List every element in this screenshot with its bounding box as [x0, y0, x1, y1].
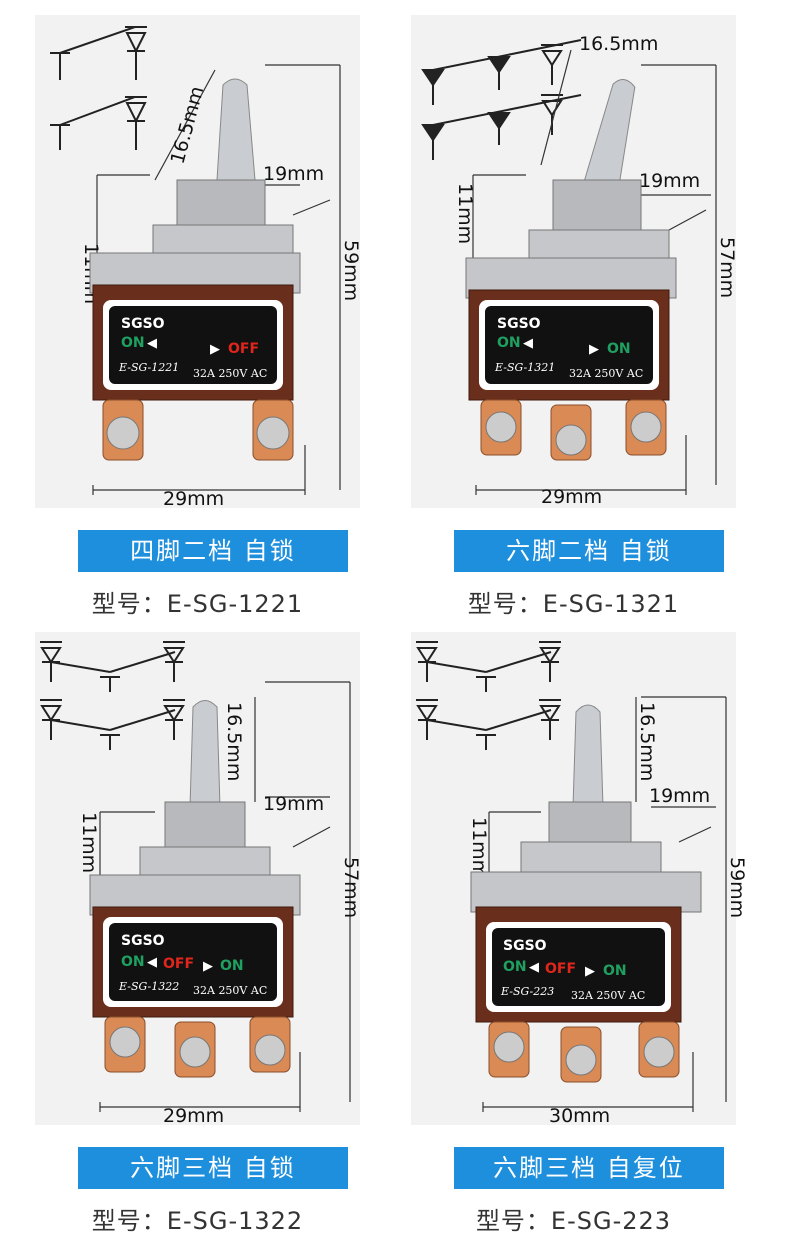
- svg-text:◀: ◀: [147, 955, 157, 970]
- switch-illustration: 16.5mm 11mm 19mm 57mm 29mm SGSO ON ◀ OFF…: [40, 641, 362, 1127]
- nut-dim-label: 19mm: [649, 785, 710, 807]
- circuit-symbol-icon: [50, 26, 147, 150]
- plate-rating: 32A 250V AC: [569, 367, 643, 380]
- svg-text:◀: ◀: [529, 960, 539, 975]
- product-name-label: 六脚二档 自锁: [454, 530, 724, 572]
- nut-dim-label: 19mm: [263, 793, 324, 815]
- model-number: 型号：E-SG-223: [475, 1207, 672, 1235]
- plate-model: E-SG-1321: [494, 361, 555, 374]
- height-dim-label: 59mm: [726, 857, 748, 918]
- svg-text:▶: ▶: [585, 964, 595, 979]
- plate-rating: 32A 250V AC: [193, 367, 267, 380]
- product-name-label: 六脚三档 自锁: [78, 1147, 348, 1189]
- lever-dim-label: 16.5mm: [636, 702, 658, 781]
- nut-dim-label: 19mm: [263, 163, 324, 185]
- bushing-dim-label: 11mm: [468, 817, 490, 878]
- width-dim-label: 30mm: [549, 1105, 610, 1127]
- product-photo: 16.5mm 11mm 19mm 57mm 29mm SGSO ON ◀ ▶ O…: [411, 15, 738, 508]
- lever-dim-label: 16.5mm: [223, 702, 245, 781]
- switch-illustration: 16.5mm 11mm 19mm 57mm 29mm SGSO ON ◀ ▶ O…: [421, 33, 738, 508]
- bushing-dim-label: 11mm: [78, 812, 100, 873]
- bushing-dim-label: 11mm: [454, 183, 476, 244]
- model-number: 型号：E-SG-1221: [91, 590, 304, 618]
- circuit-symbol-icon: [40, 641, 185, 750]
- product-photo: 16.5mm 11mm 19mm 57mm 29mm SGSO ON ◀ OFF…: [35, 632, 362, 1127]
- product-photo: 16.5mm 11mm 19mm 59mm 30mm SGSO ON ◀ OFF…: [411, 632, 748, 1127]
- on-right-label: ON: [603, 963, 627, 979]
- switch-illustration: 16.5mm 11mm 19mm 59mm 29mm SGSO ON ◀ ▶ O…: [50, 26, 362, 510]
- brand-label: SGSO: [121, 933, 165, 949]
- product-card-2: 16.5mm 11mm 19mm 57mm 29mm SGSO ON ◀ ▶ O…: [376, 0, 771, 622]
- product-card-3: 16.5mm 11mm 19mm 57mm 29mm SGSO ON ◀ OFF…: [0, 617, 395, 1239]
- on-right-label: ON: [220, 958, 244, 974]
- off-label: OFF: [163, 956, 194, 972]
- svg-text:◀: ◀: [523, 336, 533, 351]
- on-right-label: ON: [607, 341, 631, 357]
- svg-text:▶: ▶: [210, 342, 220, 357]
- nut-dim-label: 19mm: [639, 170, 700, 192]
- width-dim-label: 29mm: [163, 1105, 224, 1127]
- product-card-1: 16.5mm 11mm 19mm 59mm 29mm SGSO ON ◀ ▶ O…: [0, 0, 395, 622]
- off-label: OFF: [545, 961, 576, 977]
- brand-label: SGSO: [503, 938, 547, 954]
- on-left-label: ON: [121, 954, 145, 970]
- width-dim-label: 29mm: [541, 486, 602, 508]
- brand-label: SGSO: [121, 316, 165, 332]
- off-label: OFF: [228, 341, 259, 357]
- svg-text:▶: ▶: [589, 342, 599, 357]
- brand-label: SGSO: [497, 316, 541, 332]
- model-number: 型号：E-SG-1322: [91, 1207, 304, 1235]
- product-name-label: 六脚三档 自复位: [454, 1147, 724, 1189]
- plate-model: E-SG-1221: [118, 361, 179, 374]
- plate-model: E-SG-223: [500, 985, 554, 998]
- on-left-label: ON: [497, 335, 521, 351]
- height-dim-label: 59mm: [340, 240, 362, 301]
- on-left-label: ON: [503, 959, 527, 975]
- switch-illustration: 16.5mm 11mm 19mm 59mm 30mm SGSO ON ◀ OFF…: [416, 641, 748, 1127]
- lever-dim-label: 16.5mm: [167, 84, 209, 166]
- plate-rating: 32A 250V AC: [193, 984, 267, 997]
- svg-text:▶: ▶: [203, 959, 213, 974]
- plate-rating: 32A 250V AC: [571, 989, 645, 1002]
- product-card-4: 16.5mm 11mm 19mm 59mm 30mm SGSO ON ◀ OFF…: [376, 617, 771, 1239]
- on-label: ON: [121, 335, 145, 351]
- plate-model: E-SG-1322: [118, 980, 179, 993]
- circuit-symbol-icon: [416, 641, 561, 750]
- height-dim-label: 57mm: [716, 237, 738, 298]
- width-dim-label: 29mm: [163, 488, 224, 510]
- circuit-symbol-icon: [421, 39, 582, 160]
- svg-text:◀: ◀: [147, 336, 157, 351]
- height-dim-label: 57mm: [340, 857, 362, 918]
- model-number: 型号：E-SG-1321: [467, 590, 680, 618]
- product-name-label: 四脚二档 自锁: [78, 530, 348, 572]
- product-photo: 16.5mm 11mm 19mm 59mm 29mm SGSO ON ◀ ▶ O…: [35, 15, 362, 510]
- lever-dim-label: 16.5mm: [579, 33, 658, 55]
